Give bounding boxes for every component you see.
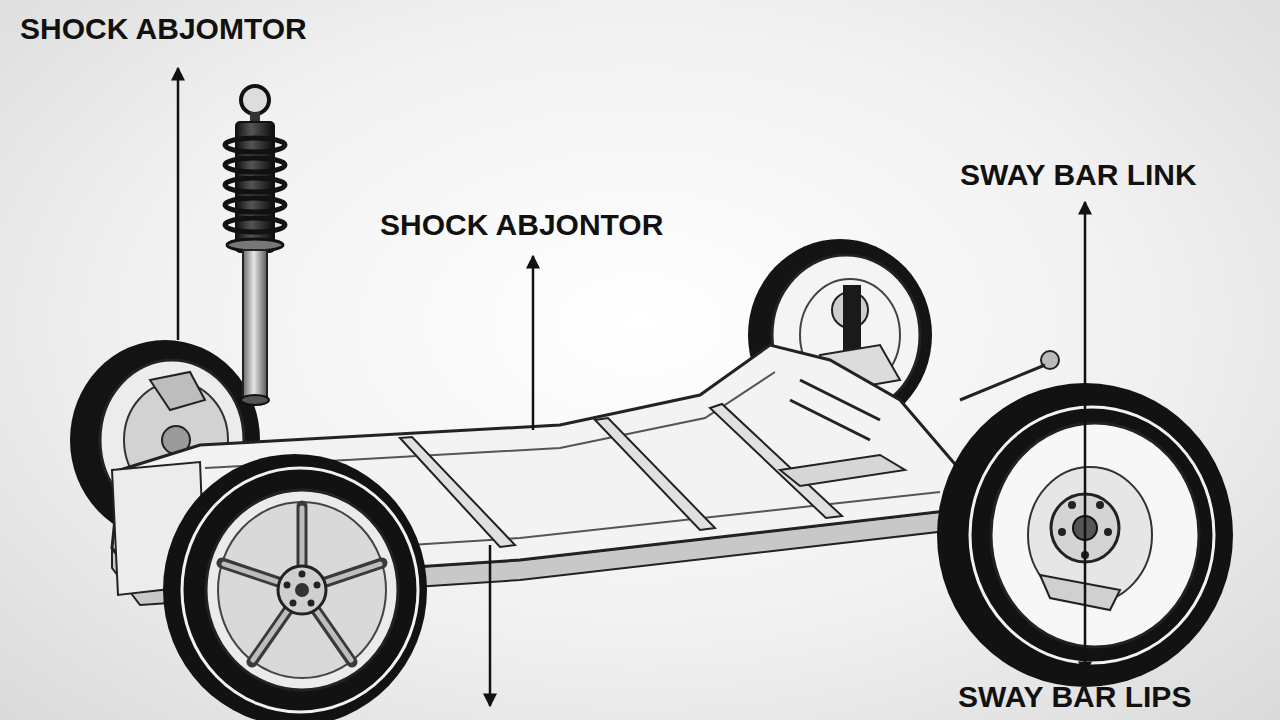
left-rear-wheel-part (150, 372, 205, 410)
leader-arrows-part (489, 545, 492, 706)
front-right-wheel-part (1104, 528, 1112, 536)
front-right-wheel-part (1040, 575, 1120, 610)
ladder-frame-part (710, 404, 842, 518)
leader-arrows-part (532, 256, 535, 430)
shock-absorber-part (225, 218, 285, 232)
front-left-wheel-part (314, 582, 321, 589)
front-right-wheel-part (970, 407, 1214, 663)
shock-absorber-part (225, 158, 285, 172)
front-right-wheel-part (1058, 528, 1066, 536)
front-left-wheel-part (308, 600, 315, 607)
front-left-wheel-part (163, 454, 427, 720)
front-left-wheel-part-part (302, 590, 351, 660)
front-left-wheel-part (206, 490, 398, 690)
front-right-wheel-part (1068, 501, 1076, 509)
front-left-wheel-part-part (252, 590, 302, 662)
leader-arrows-part (1084, 202, 1087, 674)
front-left-wheel-part (278, 566, 326, 614)
front-left-wheel-part (218, 502, 386, 678)
shock-absorber-part (225, 138, 285, 152)
ladder-frame-part (790, 400, 870, 440)
front-left-wheel-part-part (302, 590, 352, 662)
front-right-wheel-part (1096, 501, 1104, 509)
front-right-wheel-part (991, 423, 1199, 647)
front-left-wheel-part (299, 571, 306, 578)
ladder-frame-part (595, 418, 715, 530)
ladder-frame-part (800, 380, 880, 420)
front-left-wheel-part-part (253, 590, 302, 660)
front-left-wheel-part (182, 468, 418, 712)
leader-arrows-part (177, 68, 180, 340)
front-left-wheel-part (290, 600, 297, 607)
shock-absorber-part (241, 86, 269, 114)
part-label: SHOCK ABJOMTOR (20, 12, 307, 46)
shock-absorber-part (243, 250, 267, 400)
front-left-wheel-part (222, 506, 382, 662)
front-left-wheel-part (284, 582, 291, 589)
shock-absorber (225, 86, 285, 405)
front-left-wheel (163, 454, 427, 720)
shock-absorber-part (225, 198, 285, 212)
shock-absorber-part (241, 395, 269, 405)
front-left-wheel-part (295, 583, 309, 597)
ladder-frame-part (400, 437, 515, 547)
leader-arrows (178, 68, 1085, 706)
ladder-frame-part (780, 455, 905, 486)
front-left-wheel-part (224, 508, 380, 660)
ladder-frame-part (205, 372, 775, 468)
part-label: SHOCK ABJONTOR (380, 208, 663, 242)
shock-absorber-part (225, 178, 285, 192)
part-label: SWAY BAR LIPS (958, 680, 1191, 714)
part-label: SWAY BAR LINK (960, 158, 1197, 192)
